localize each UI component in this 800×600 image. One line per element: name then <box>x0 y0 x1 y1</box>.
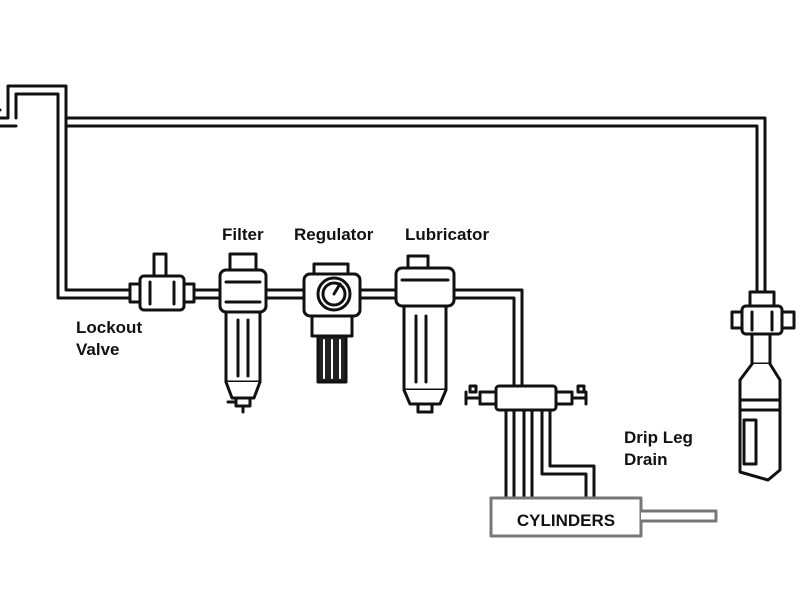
manifold <box>464 384 588 412</box>
regulator-label: Regulator <box>294 225 374 244</box>
lubricator-label: Lubricator <box>405 225 490 244</box>
regulator-unit <box>302 262 362 384</box>
lockout-valve <box>128 252 196 312</box>
drip-leg-drain <box>730 290 796 482</box>
cylinder-pipes <box>504 408 596 500</box>
filter-unit <box>218 252 268 414</box>
drip-leg-drain-label: Drip Leg Drain <box>624 427 693 471</box>
filter-label: Filter <box>222 225 264 244</box>
lubricator-unit <box>394 254 456 414</box>
cylinders-label: CYLINDERS <box>516 511 616 530</box>
drip-leg-drain-label-line-1: Drip Leg <box>624 428 693 447</box>
lockout-valve-label-line-2: Valve <box>76 340 120 359</box>
lockout-valve-label: Lockout Valve <box>76 317 142 361</box>
drip-leg-drain-label-line-2: Drain <box>624 450 668 469</box>
supply-pipe <box>0 84 767 300</box>
cylinders-box <box>489 496 718 538</box>
lockout-valve-label-line-1: Lockout <box>76 318 143 337</box>
